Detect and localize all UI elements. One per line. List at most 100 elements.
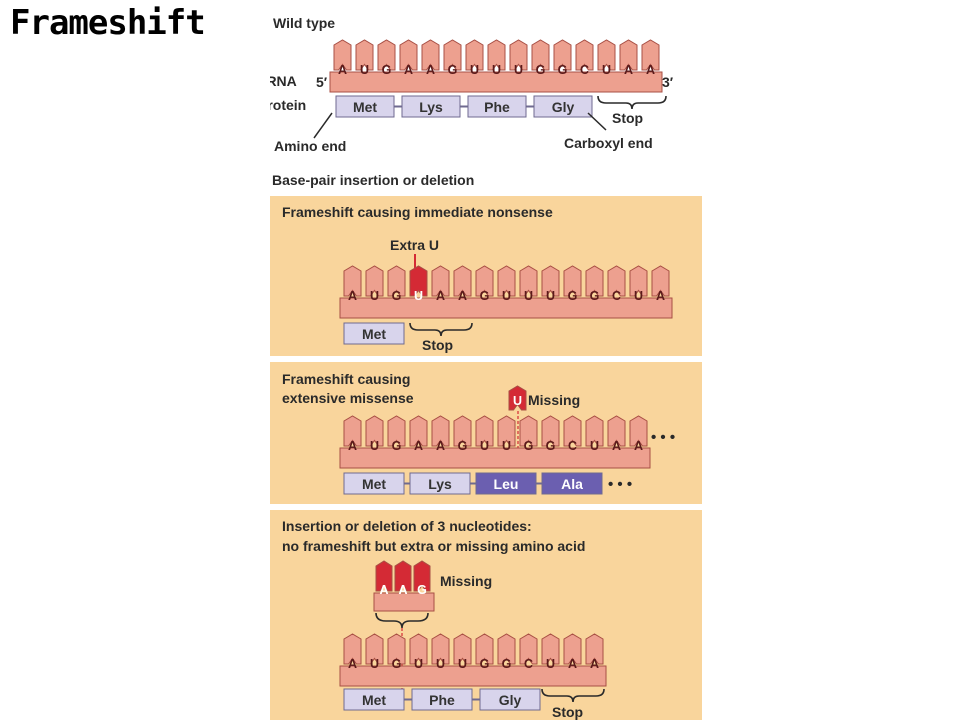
panel2-title-line2: extensive missense — [282, 390, 414, 406]
wild-type-stop-label: Stop — [612, 110, 643, 126]
panel2-base: A — [414, 439, 423, 453]
wild-type-base-tooth — [399, 39, 418, 71]
panel3-missing-tooth — [394, 560, 412, 592]
panel1-base-tooth — [431, 265, 450, 297]
panel2-base: A — [634, 439, 643, 453]
panel3-base-tooth — [475, 633, 494, 665]
wild-type-base-tooth — [597, 39, 616, 71]
panel3-base: A — [590, 657, 599, 671]
panel2-missing-base-letter: U — [513, 394, 522, 408]
panel3-base-tooth — [409, 633, 428, 665]
panel3-stop-brace — [541, 688, 605, 703]
wild-type-base-tooth — [553, 39, 572, 71]
panel3-base: C — [524, 657, 533, 671]
panel2-base-tooth — [541, 415, 560, 447]
panel1-base-tooth — [475, 265, 494, 297]
protein-label: Protein — [270, 97, 306, 113]
wild-type-base-tooth — [465, 39, 484, 71]
panel3-missing-tooth — [375, 560, 393, 592]
panel1-base-tooth — [409, 265, 428, 297]
wild-type-base-tooth — [619, 39, 638, 71]
panel2-base: A — [348, 439, 357, 453]
panel1-base: G — [590, 289, 600, 303]
panel3-base: U — [414, 657, 423, 671]
panel2-base-tooth — [629, 415, 648, 447]
panel2-base-tooth — [409, 415, 428, 447]
carboxyl-end-label: Carboxyl end — [564, 135, 653, 151]
panel3-base-tooth — [343, 633, 362, 665]
panel3-amino-acid-box — [479, 688, 541, 711]
panel2-base: U — [480, 439, 489, 453]
panel1-base: U — [414, 289, 423, 303]
panel3-base: G — [480, 657, 490, 671]
wild-type-base-tooth — [531, 39, 550, 71]
carboxyl-end-pointer — [587, 112, 607, 131]
panel3-base-tooth — [497, 633, 516, 665]
panel1-base-tooth — [585, 265, 604, 297]
frameshift-figure: Wild type mRNA 5′ 3′ Protein AUGAAGUUUGG… — [270, 0, 702, 720]
wild-type-base: U — [492, 63, 501, 77]
panel1-base-tooth — [651, 265, 670, 297]
wild-type-base: U — [470, 63, 479, 77]
wild-type-amino-acid-box — [533, 95, 593, 118]
panel3-base-tooth — [519, 633, 538, 665]
wild-type-base: G — [536, 63, 546, 77]
wild-type-base-tooth — [443, 39, 462, 71]
panel1-base: C — [612, 289, 621, 303]
wild-type-base-tooth — [575, 39, 594, 71]
wild-type-base-tooth — [509, 39, 528, 71]
panel3-base: U — [546, 657, 555, 671]
panel1-base: G — [480, 289, 490, 303]
panel2-base-tooth — [475, 415, 494, 447]
panel3-missing-base: A — [398, 583, 407, 597]
panel2-base-tooth — [387, 415, 406, 447]
wild-type-base-tooth — [421, 39, 440, 71]
wild-type-amino-acid: Met — [353, 99, 377, 115]
panel3-missing-base: A — [379, 583, 388, 597]
panel3-base: U — [458, 657, 467, 671]
panel2-base: G — [458, 439, 468, 453]
panel1-base-tooth — [365, 265, 384, 297]
panel3-base: G — [502, 657, 512, 671]
panel3-title-line2: no frameshift but extra or missing amino… — [282, 538, 585, 554]
wild-type-base-tooth — [355, 39, 374, 71]
panel1-base-tooth — [563, 265, 582, 297]
panel2-amino-acid: Ala — [561, 476, 583, 492]
panel2-base-tooth — [365, 415, 384, 447]
panel3-base-tooth — [387, 633, 406, 665]
panel2-title-line1: Frameshift causing — [282, 371, 410, 387]
wild-type-base: G — [448, 63, 458, 77]
panel2-amino-acid: Leu — [494, 476, 519, 492]
panel1-base: A — [458, 289, 467, 303]
panel1-base: G — [392, 289, 402, 303]
extra-u-label: Extra U — [390, 237, 439, 253]
three-prime-label: 3′ — [662, 74, 674, 90]
panel2-base: G — [392, 439, 402, 453]
wild-type-base: A — [426, 63, 435, 77]
wild-type-base-tooth — [333, 39, 352, 71]
panel2-base: C — [568, 439, 577, 453]
panel2-base-tooth — [563, 415, 582, 447]
wild-type-amino-acid: Gly — [552, 99, 575, 115]
panel2-base-tooth — [343, 415, 362, 447]
panel3-base-tooth — [365, 633, 384, 665]
panel3-base-tooth — [453, 633, 472, 665]
panel2-base: G — [524, 439, 534, 453]
panel3-base: U — [370, 657, 379, 671]
panel2-base-tooth — [607, 415, 626, 447]
wild-type-base: A — [338, 63, 347, 77]
panel1-base: U — [634, 289, 643, 303]
panel3-stop-label: Stop — [552, 704, 583, 720]
panel1-base: A — [348, 289, 357, 303]
wild-type-base: A — [646, 63, 655, 77]
panel1-base: A — [656, 289, 665, 303]
wild-type-base-tooth — [377, 39, 396, 71]
panel3-missing-base: G — [417, 583, 427, 597]
wild-type-heading: Wild type — [273, 15, 335, 31]
panel1-base-tooth — [343, 265, 362, 297]
wild-type-amino-acid: Lys — [419, 99, 443, 115]
panel2-mrna-ellipsis: • • • — [651, 429, 675, 446]
panel2-base: G — [546, 439, 556, 453]
